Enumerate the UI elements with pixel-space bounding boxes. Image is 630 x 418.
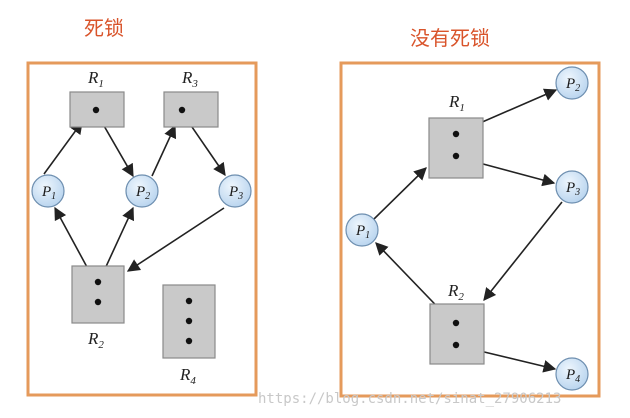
resource-r1: R1 <box>428 92 484 179</box>
process-label-p2: P2 <box>135 184 150 202</box>
process-label-p3: P3 <box>565 180 580 198</box>
process-label-p2: P2 <box>565 76 580 94</box>
instance-dot <box>452 130 460 138</box>
process-p2: P2 <box>125 174 159 208</box>
process-p1: P1 <box>345 213 379 247</box>
process-label-p1: P1 <box>41 184 56 202</box>
instance-dot <box>452 319 460 327</box>
no-deadlock-graph: R1 R2 P1 P2 P3 P4 <box>339 61 601 398</box>
instance-dot <box>94 298 102 306</box>
deadlock-panel <box>26 61 258 397</box>
process-p2: P2 <box>555 66 589 100</box>
resource-r2: R2 <box>71 265 125 351</box>
instance-dot <box>452 152 460 160</box>
instance-dot <box>185 317 193 325</box>
resource-label-r3: R3 <box>181 68 198 90</box>
resource-label-r4: R4 <box>179 365 196 387</box>
resource-r4: R4 <box>162 284 216 387</box>
process-label-p3: P3 <box>228 184 243 202</box>
process-p4: P4 <box>555 357 589 391</box>
process-p3: P3 <box>218 174 252 208</box>
process-label-p1: P1 <box>355 223 370 241</box>
edge-p3-r2 <box>483 201 563 302</box>
edge-p1-r1 <box>373 167 427 220</box>
resource-label-r2: R2 <box>447 281 464 303</box>
deadlock-graph: R1 R3 R2 R4 P1 P2 <box>26 61 258 397</box>
process-p1: P1 <box>31 174 65 208</box>
resource-label-r2: R2 <box>87 329 104 351</box>
resource-r3: R3 <box>163 68 219 128</box>
resource-label-r1: R1 <box>87 68 104 90</box>
instance-dot <box>185 297 193 305</box>
edge-p1-r1 <box>43 120 83 175</box>
title-deadlock: 死锁 <box>84 16 124 40</box>
process-p3: P3 <box>555 170 589 204</box>
instance-dot <box>94 278 102 286</box>
edge-p3-r2 <box>126 207 225 272</box>
resource-r2: R2 <box>429 281 485 365</box>
watermark: https://blog.csdn.net/sinat_27906213 <box>258 391 561 407</box>
resource-r1: R1 <box>69 68 125 128</box>
resource-label-r1: R1 <box>448 92 465 114</box>
instance-dot <box>452 341 460 349</box>
edge-p2-r3 <box>151 124 177 177</box>
instance-dot <box>178 106 186 114</box>
process-label-p4: P4 <box>565 367 580 385</box>
title-no-deadlock: 没有死锁 <box>410 26 490 50</box>
instance-dot <box>185 337 193 345</box>
instance-dot <box>92 106 100 114</box>
